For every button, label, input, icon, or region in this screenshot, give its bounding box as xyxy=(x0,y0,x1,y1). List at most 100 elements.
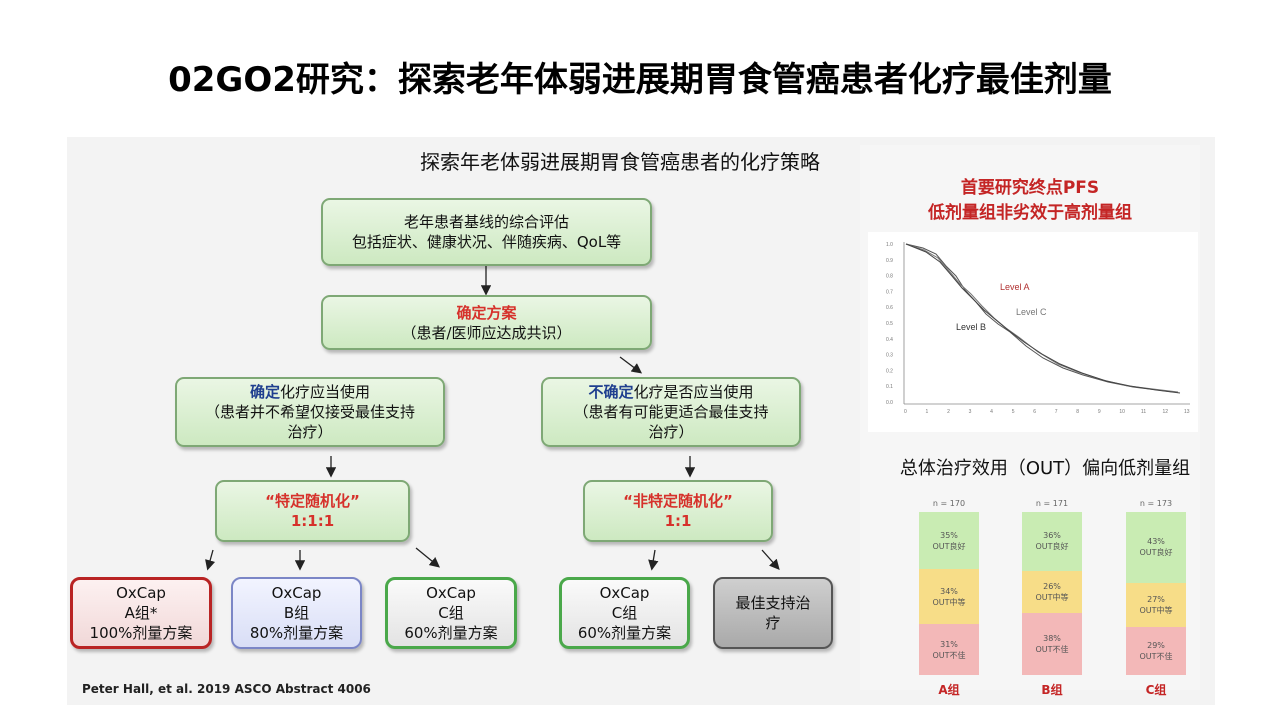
out-good-pct: 43% xyxy=(1147,537,1165,547)
km-x-tick-label: 8 xyxy=(1076,409,1079,415)
arm-c2-box: OxCap C组 60%剂量方案 xyxy=(559,577,690,649)
certain-chemo-box: 确定化疗应当使用 （患者并不希望仅接受最佳支持 治疗） xyxy=(175,377,445,447)
out-mid-segment: 26%OUT中等 xyxy=(1022,570,1082,614)
out-title: 总体治疗效用（OUT）偏向低剂量组 xyxy=(899,458,1191,479)
n-label-c: n = 173 xyxy=(1139,499,1173,508)
out-mid-pct: 26% xyxy=(1043,581,1061,591)
group-label-c: C组 xyxy=(1145,683,1167,697)
uncertain-line2: （患者有可能更适合最佳支持 xyxy=(573,403,769,421)
assessment-line1: 老年患者基线的综合评估 xyxy=(403,213,569,231)
out-bad-label: OUT不佳 xyxy=(1139,652,1173,662)
arm-c2-drug: OxCap xyxy=(599,584,650,602)
out-mid-segment: 27%OUT中等 xyxy=(1126,582,1186,628)
certain-line3: 治疗） xyxy=(287,423,333,441)
out-bar-c: 43%OUT良好 27%OUT中等 29%OUT不佳 xyxy=(1126,512,1186,675)
pfs-heading-2: 低剂量组非劣效于高剂量组 xyxy=(928,203,1132,223)
out-good-label: OUT良好 xyxy=(932,541,966,551)
out-bad-pct: 29% xyxy=(1147,641,1165,651)
km-legend-level-b: Level B xyxy=(956,322,986,332)
out-bad-label: OUT不佳 xyxy=(932,650,966,660)
group-label-b: B组 xyxy=(1041,683,1063,697)
arm-c2-dose: 60%剂量方案 xyxy=(577,624,672,642)
km-y-tick-label: 0.1 xyxy=(886,384,893,390)
arm-b-box: OxCap B组 80%剂量方案 xyxy=(231,577,362,649)
km-x-tick-label: 6 xyxy=(1033,409,1036,415)
km-y-tick-label: 0.6 xyxy=(886,305,893,311)
arrow-rand2-to-bsc xyxy=(761,549,780,570)
out-good-label: OUT良好 xyxy=(1035,542,1069,552)
specific-randomization-box: “特定随机化” 1:1:1 xyxy=(215,480,410,542)
plan-line1: 确定方案 xyxy=(456,303,517,322)
out-bad-segment: 38%OUT不佳 xyxy=(1022,613,1082,675)
km-x-tick-label: 13 xyxy=(1184,409,1190,415)
uncertain-line1: 不确定化疗是否应当使用 xyxy=(543,382,799,402)
km-x-tick-label: 9 xyxy=(1098,409,1101,415)
km-curve-level-b xyxy=(905,243,1181,394)
km-x-tick-label: 0 xyxy=(904,409,907,415)
arm-a-group: A组* xyxy=(124,604,158,622)
km-y-tick-label: 0.4 xyxy=(886,337,893,343)
nonspecific-randomization-box: “非特定随机化” 1:1 xyxy=(583,480,773,542)
uncertain-line1-rest: 化疗是否应当使用 xyxy=(633,383,754,401)
km-y-tick-label: 0.3 xyxy=(886,353,893,359)
slide-title: 02GO2研究：探索老年体弱进展期胃食管癌患者化疗最佳剂量 xyxy=(168,60,1112,100)
out-bar-b: 36%OUT良好 26%OUT中等 38%OUT不佳 xyxy=(1022,512,1082,675)
certain-line2: （患者并不希望仅接受最佳支持 xyxy=(204,403,415,421)
uncertain-keyword: 不确定 xyxy=(588,383,634,401)
out-good-pct: 35% xyxy=(940,530,958,540)
bsc-label: 最佳支持治疗 xyxy=(735,594,811,632)
km-x-tick-label: 1 xyxy=(926,409,929,415)
km-x-tick-label: 5 xyxy=(1012,409,1015,415)
out-mid-segment: 34%OUT中等 xyxy=(919,569,979,625)
group-label-a: A组 xyxy=(938,683,960,697)
arm-c-box: OxCap C组 60%剂量方案 xyxy=(385,577,517,649)
km-legend-level-c: Level C xyxy=(1016,307,1047,317)
out-good-pct: 36% xyxy=(1043,531,1061,541)
out-bad-segment: 31%OUT不佳 xyxy=(919,624,979,675)
km-x-tick-label: 12 xyxy=(1162,409,1168,415)
km-y-tick-label: 0.8 xyxy=(886,274,893,280)
out-mid-label: OUT中等 xyxy=(1035,592,1069,602)
out-mid-pct: 27% xyxy=(1147,595,1165,605)
arrow-plan-to-uncertain xyxy=(619,356,643,374)
specific-rand-line1: “特定随机化” xyxy=(265,492,360,510)
certain-keyword: 确定 xyxy=(249,383,280,401)
km-legend-level-a: Level A xyxy=(1000,282,1030,292)
arm-b-dose: 80%剂量方案 xyxy=(249,624,344,642)
km-x-tick-label: 3 xyxy=(969,409,972,415)
out-bad-pct: 31% xyxy=(940,639,958,649)
specific-rand-line2: 1:1:1 xyxy=(290,512,335,530)
arm-a-drug: OxCap xyxy=(116,584,166,602)
certain-line1-rest: 化疗应当使用 xyxy=(280,383,371,401)
uncertain-line3: 治疗） xyxy=(648,423,694,441)
certain-line1: 确定化疗应当使用 xyxy=(177,382,443,402)
best-supportive-care-box: 最佳支持治疗 xyxy=(713,577,833,649)
baseline-assessment-box: 老年患者基线的综合评估 包括症状、健康状况、伴随疾病、QoL等 xyxy=(321,198,652,266)
arm-c-group: C组 xyxy=(438,604,464,622)
plan-line2: （患者/医师应达成共识） xyxy=(401,323,572,342)
km-y-tick-label: 1.0 xyxy=(886,242,893,248)
arrow-rand-to-c xyxy=(415,547,441,568)
out-good-label: OUT良好 xyxy=(1139,548,1173,558)
assessment-line2: 包括症状、健康状况、伴随疾病、QoL等 xyxy=(351,233,622,251)
km-y-tick-label: 0.2 xyxy=(886,368,893,374)
n-label-a: n = 170 xyxy=(932,499,966,508)
nonspecific-rand-line2: 1:1 xyxy=(664,512,692,530)
km-y-tick-label: 0.0 xyxy=(886,400,893,406)
flowchart-title: 探索年老体弱进展期胃食管癌患者的化疗策略 xyxy=(420,150,820,174)
out-bad-segment: 29%OUT不佳 xyxy=(1126,627,1186,675)
km-x-tick-label: 10 xyxy=(1119,409,1125,415)
arm-c2-group: C组 xyxy=(611,604,638,622)
km-y-ticks: 1.00.90.80.70.60.50.40.30.20.10.0 xyxy=(886,242,893,406)
arm-c-drug: OxCap xyxy=(426,584,476,602)
km-y-tick-label: 0.5 xyxy=(886,321,893,327)
n-label-b: n = 171 xyxy=(1035,499,1069,508)
out-good-segment: 35%OUT良好 xyxy=(919,512,979,570)
out-good-segment: 43%OUT良好 xyxy=(1126,512,1186,583)
decide-plan-box: 确定方案 （患者/医师应达成共识） xyxy=(321,295,652,350)
uncertain-chemo-box: 不确定化疗是否应当使用 （患者有可能更适合最佳支持 治疗） xyxy=(541,377,801,447)
km-x-tick-label: 11 xyxy=(1141,409,1146,415)
